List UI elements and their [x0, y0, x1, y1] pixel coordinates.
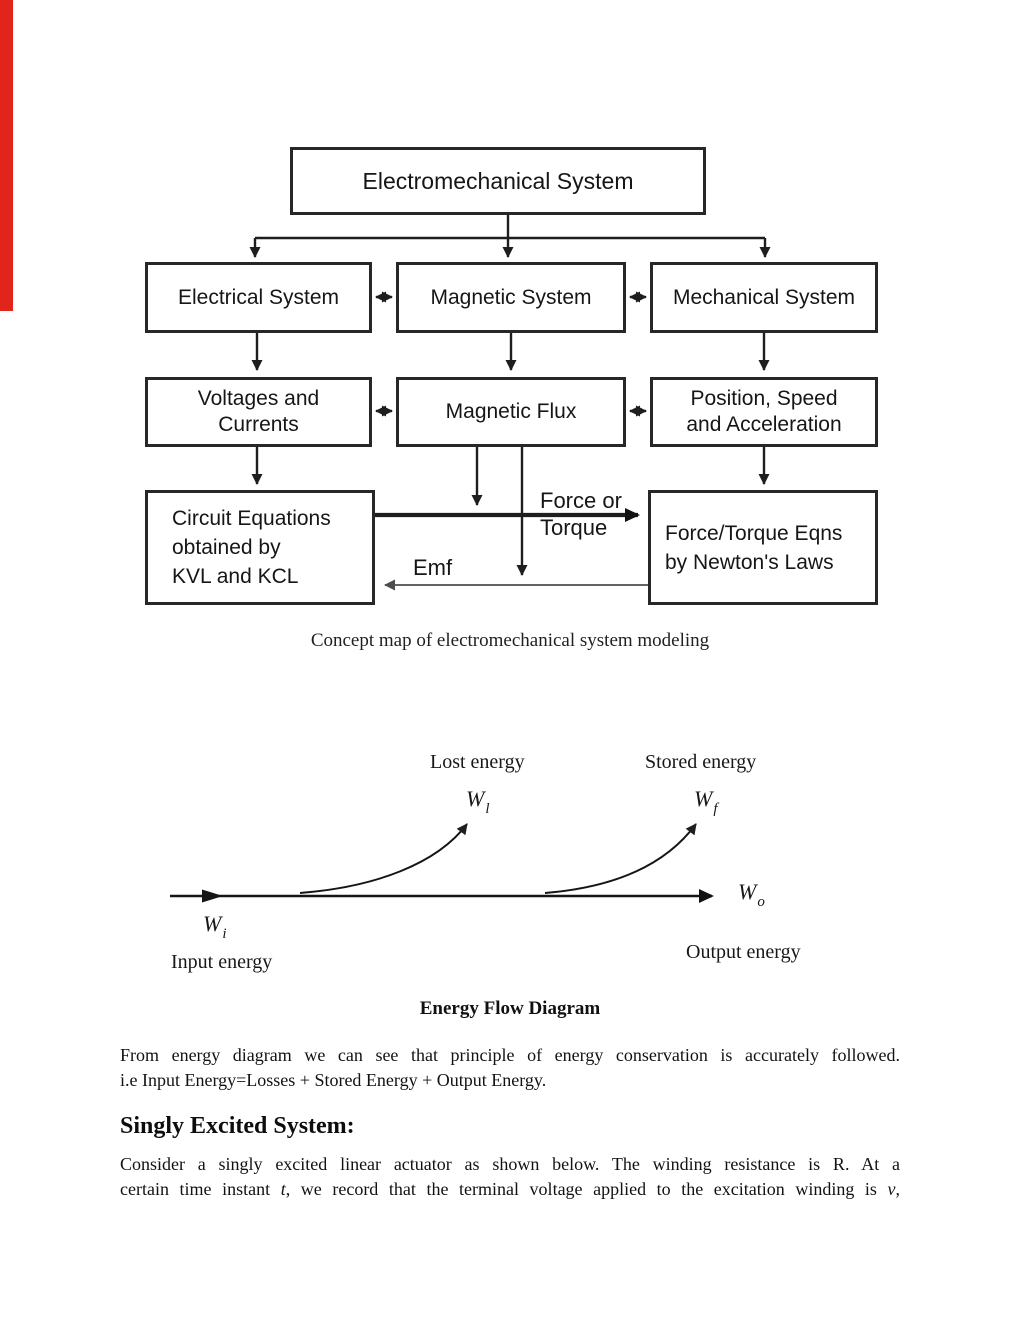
box-position-speed-acceleration: Position, Speed and Acceleration [650, 377, 878, 447]
box-label-line3: KVL and KCL [172, 565, 299, 588]
w-base: W [694, 786, 713, 811]
box-label-line2: by Newton's Laws [665, 550, 834, 574]
w-sub: o [757, 894, 765, 911]
box-label-line1: Force/Torque Eqns [665, 521, 843, 545]
box-electromechanical-system: Electromechanical System [290, 147, 706, 215]
stored-energy-label: Stored energy [645, 751, 757, 773]
box-label: Electrical System [177, 285, 340, 309]
para2-line2-b: , we record that the terminal voltage ap… [285, 1179, 888, 1199]
force-or-torque-label: Force or Torque [540, 487, 622, 541]
box-label-line1: Voltages and [197, 387, 320, 410]
w-base: W [738, 879, 757, 904]
w-output-symbol: Wo [738, 879, 765, 911]
box-voltages-currents: Voltages and Currents [145, 377, 372, 447]
box-electrical-system: Electrical System [145, 262, 372, 333]
input-arrowhead [202, 889, 223, 903]
box-magnetic-system: Magnetic System [396, 262, 626, 333]
stored-energy-curve [544, 823, 697, 894]
w-sub: i [222, 926, 227, 943]
box-label: Magnetic System [430, 285, 592, 309]
energy-flow-caption: Energy Flow Diagram [419, 998, 601, 1019]
box-label: Electromechanical System [362, 168, 634, 194]
box-label-line2: Currents [218, 413, 299, 436]
red-margin-bar [0, 0, 13, 311]
force-label-line1: Force or [540, 488, 622, 513]
box-force-torque-eqns: Force/Torque Eqns by Newton's Laws [648, 490, 878, 605]
w-input-symbol: Wi [203, 911, 227, 943]
box-label-line2: obtained by [172, 536, 281, 559]
energy-flow-connectors [170, 823, 714, 903]
box-label-line1: Circuit Equations [172, 507, 331, 530]
w-base: W [203, 911, 222, 936]
para2-line2-a: certain time instant [120, 1179, 281, 1199]
box-label-line1: Position, Speed [690, 387, 838, 410]
concept-map-caption: Concept map of electromechanical system … [310, 630, 710, 651]
output-energy-label: Output energy [686, 941, 801, 963]
input-energy-label: Input energy [171, 951, 273, 973]
lost-energy-label: Lost energy [430, 751, 525, 773]
box-label: Mechanical System [672, 285, 856, 309]
w-stored-symbol: Wf [694, 786, 718, 818]
box-mechanical-system: Mechanical System [650, 262, 878, 333]
para2-line2: certain time instant t, we record that t… [120, 1177, 900, 1202]
w-base: W [466, 786, 485, 811]
para1-line2: i.e Input Energy=Losses + Stored Energy … [120, 1070, 547, 1090]
section-heading: Singly Excited System: [120, 1113, 355, 1139]
para2-line2-c: , [895, 1179, 901, 1199]
box-magnetic-flux: Magnetic Flux [396, 377, 626, 447]
w-sub: l [485, 801, 490, 818]
w-sub: f [713, 801, 718, 818]
box-circuit-equations: Circuit Equations obtained by KVL and KC… [145, 490, 375, 605]
box-label-line2: and Acceleration [686, 413, 842, 436]
para1-line1: From energy diagram we can see that prin… [120, 1045, 900, 1065]
emf-label: Emf [413, 555, 453, 580]
para2-line2-t: t [280, 1179, 286, 1199]
para2-line2-v: v [887, 1179, 896, 1199]
w-lost-symbol: Wl [466, 786, 490, 818]
lost-energy-curve [299, 823, 468, 894]
box-label: Magnetic Flux [445, 400, 577, 423]
para2-line1: Consider a singly excited linear actuato… [120, 1154, 900, 1174]
force-label-line2: Torque [540, 515, 608, 540]
